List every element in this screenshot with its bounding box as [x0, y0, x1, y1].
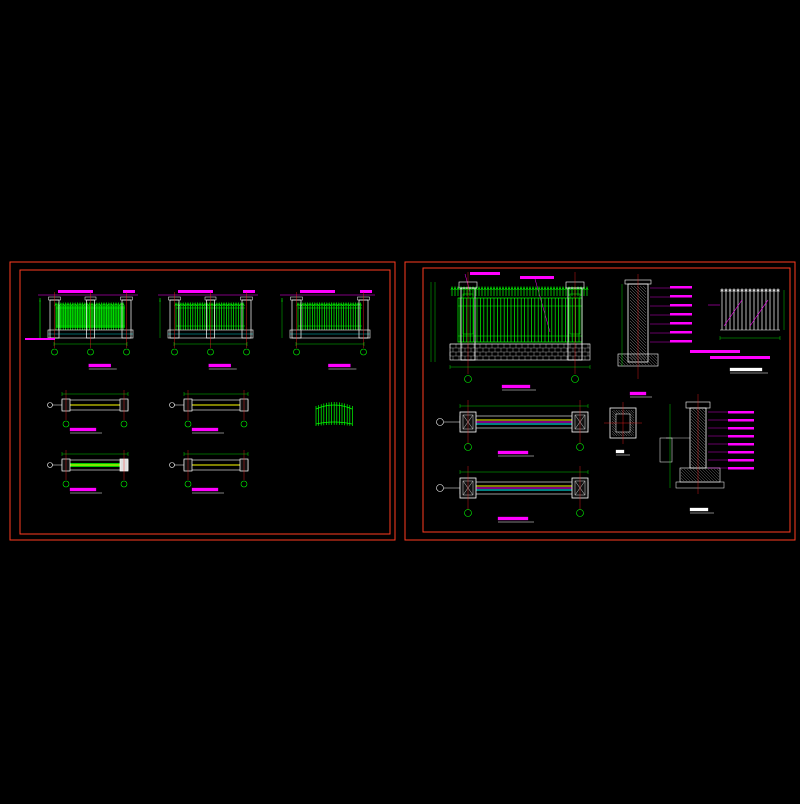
note-text-block: [670, 313, 692, 316]
title-text-block: [616, 450, 624, 453]
note-text-block: [520, 276, 554, 279]
title-text-block: [498, 451, 528, 454]
note-text-block: [670, 340, 692, 343]
note-text-block: [728, 459, 754, 462]
note-text-block: [690, 350, 740, 353]
note-text-block: [710, 356, 770, 359]
note-text-block: [728, 435, 754, 438]
title-text-block: [70, 428, 96, 431]
title-text-block: [192, 488, 218, 491]
title-text-block: [70, 488, 96, 491]
title-text-block: [209, 364, 231, 367]
title-text-block: [690, 508, 708, 511]
title-text-block: [192, 428, 218, 431]
note-text-block: [728, 443, 754, 446]
title-text-block: [730, 368, 762, 371]
note-text-block: [728, 427, 754, 430]
title-text-block: [498, 517, 528, 520]
note-text-block: [670, 304, 692, 307]
title-text-block: [502, 385, 530, 388]
note-text-block: [178, 290, 213, 293]
note-text-block: [670, 331, 692, 334]
note-text-block: [670, 295, 692, 298]
note-text-block: [670, 286, 692, 289]
note-text-block: [300, 290, 335, 293]
note-text-block: [58, 290, 93, 293]
note-text-block: [470, 272, 500, 275]
note-text-block: [243, 290, 255, 293]
note-text-block: [728, 451, 754, 454]
note-text-block: [728, 411, 754, 414]
title-text-block: [89, 364, 111, 367]
curved-fence-sketch: [316, 402, 352, 426]
note-text-block: [728, 419, 754, 422]
note-text-block: [25, 338, 55, 340]
note-text-block: [728, 467, 754, 470]
note-text-block: [123, 290, 135, 293]
title-text-block: [328, 364, 350, 367]
note-text-block: [670, 322, 692, 325]
title-text-block: [630, 392, 646, 395]
note-text-block: [360, 290, 372, 293]
